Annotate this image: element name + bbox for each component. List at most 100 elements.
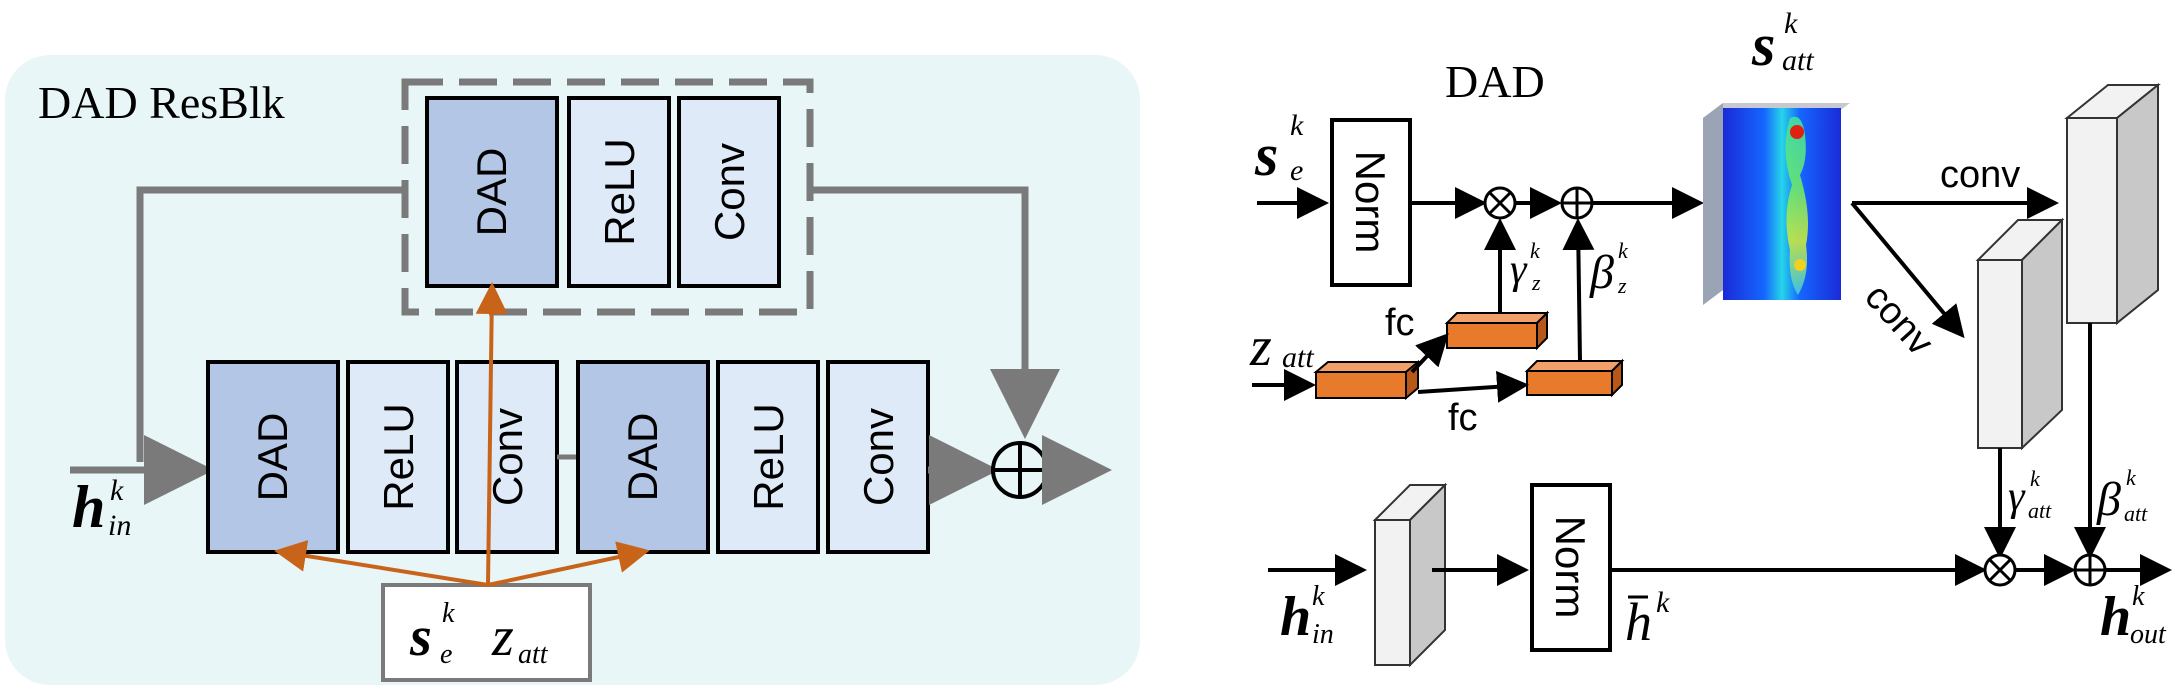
conv-diag-arrow	[1850, 201, 1965, 339]
right-panel-dad: DAD s k e Norm z att	[1249, 7, 2172, 668]
h-in-label-right: h k in	[1280, 581, 1334, 650]
skip-path-right-arrow	[810, 186, 1060, 439]
orange-arrow-dad-2	[487, 541, 650, 587]
h-out-sub: out	[2130, 619, 2167, 650]
s-att-label: s k att	[1751, 7, 1814, 78]
norm-label-bottom: Norm	[1547, 516, 1594, 619]
heatmap-figure	[1785, 116, 1808, 295]
main-relu-block-2	[716, 360, 820, 554]
slab-g-side	[2021, 217, 2063, 451]
s-att-base: s	[1751, 12, 1775, 78]
h-in-r-sub: in	[1312, 619, 1334, 650]
slab-bot-front	[1374, 519, 1411, 666]
fc-g-front	[1446, 322, 1538, 349]
input-label-h-in: h k in	[72, 474, 131, 542]
slab-b-side	[2116, 82, 2159, 326]
top-dad-label: DAD	[468, 148, 515, 237]
left-panel-title: DAD ResBlk	[38, 77, 285, 128]
top-branch: DAD ReLU Conv	[425, 96, 781, 288]
conv-diag-label: conv	[1856, 276, 1941, 364]
heatmap-hotspot	[1790, 125, 1804, 139]
main-conv-block-1	[455, 360, 559, 554]
norm-box-bottom	[1530, 483, 1612, 652]
beta-att-label: β k att	[2096, 465, 2148, 526]
feature-slab-beta	[2064, 82, 2161, 326]
fc-in-top	[1313, 361, 1421, 373]
beta-att-sup: k	[2126, 465, 2137, 490]
h-bar-base: h	[1625, 592, 1652, 652]
left-panel-dad-resblk: DAD ResBlk DAD ReLU Conv DAD ReLU Conv	[5, 55, 1140, 685]
fc-box-gamma	[1444, 310, 1550, 351]
norm-box-top	[1330, 118, 1412, 287]
fc-lower-label: fc	[1448, 397, 1478, 439]
fc-box-input	[1313, 359, 1421, 401]
main-dad-label-1: DAD	[249, 413, 296, 502]
gamma-z-label: γ k z	[1510, 238, 1541, 295]
mult-circle-top	[1483, 186, 1517, 220]
sum-circle-top	[1560, 186, 1594, 220]
h-in-base: h	[72, 474, 105, 540]
h-bar-sup: k	[1656, 586, 1670, 619]
beta-up-arrow	[1562, 218, 1595, 362]
h-in-sup: k	[110, 474, 124, 507]
heatmap-side	[1703, 103, 1723, 305]
top-relu-block	[567, 96, 671, 288]
main-relu-label-2: ReLU	[745, 403, 792, 510]
gamma-att-sub: att	[2028, 498, 2052, 523]
s-att-sup: k	[1784, 7, 1798, 40]
fc-to-beta-arrow	[1417, 370, 1529, 403]
top-dad-block	[425, 96, 559, 288]
fc-in-front	[1315, 371, 1407, 399]
main-dad-label-2: DAD	[619, 413, 666, 502]
mult-top-x2	[1488, 191, 1512, 215]
main-conv-block-2	[826, 360, 930, 554]
fc-b-top	[1524, 360, 1625, 372]
slab-g-front	[1977, 259, 2023, 449]
z-att-label: z att	[1249, 316, 1314, 378]
main-relu-label-1: ReLU	[375, 403, 422, 510]
gamma-z-sub: z	[1531, 270, 1541, 295]
conv-top-label: conv	[1940, 154, 2020, 196]
fc-upper-label: fc	[1385, 302, 1415, 344]
main-conv-label-2: Conv	[855, 408, 902, 506]
norm-label-top: Norm	[1347, 151, 1394, 254]
beta-att-base: β	[2096, 473, 2121, 526]
attention-heatmap	[1703, 103, 1850, 305]
h-in-r-sup: k	[1312, 581, 1325, 612]
cond-s-sub: e	[440, 639, 452, 670]
se-base: s	[1254, 122, 1278, 188]
gamma-z-base: γ	[1510, 247, 1528, 293]
gamma-z-sup: k	[1530, 238, 1541, 263]
z-sub: att	[1282, 341, 1314, 374]
gamma-att-base: γ	[2008, 474, 2026, 520]
mult-circle-bottom	[1983, 553, 2017, 587]
skip-path-left	[136, 186, 405, 462]
se-sup: k	[1290, 109, 1304, 142]
gamma-att-label: γ k att	[2008, 466, 2052, 523]
beta-z-base: β	[1589, 246, 1614, 299]
heatmap-warm	[1794, 259, 1806, 271]
gamma-att-sup: k	[2030, 466, 2041, 491]
fc-to-gamma-arrow	[1410, 333, 1449, 374]
s-att-sub: att	[1782, 44, 1814, 77]
se-label: s k e	[1254, 109, 1304, 188]
sum-circle-bottom	[2073, 553, 2107, 587]
fc-box-beta	[1524, 358, 1625, 398]
main-dad-block-1	[206, 360, 340, 554]
feature-slab-bottom	[1372, 482, 1448, 668]
fc-g-top	[1444, 312, 1550, 324]
feature-slab-gamma	[1975, 217, 2065, 451]
cond-s-base: s	[409, 606, 432, 668]
top-conv-block	[677, 96, 781, 288]
beta-z-sub: z	[1617, 273, 1627, 298]
h-bar-label: h k	[1625, 586, 1670, 652]
beta-z-label: β k z	[1589, 238, 1629, 299]
right-panel-title: DAD	[1445, 56, 1545, 107]
orange-arrow-top-dad	[475, 282, 508, 586]
top-relu-label: ReLU	[596, 138, 643, 245]
h-in-r-base: h	[1280, 586, 1311, 648]
condition-label: s k e z att	[409, 598, 549, 670]
condition-arrows	[274, 282, 650, 587]
top-conv-label: Conv	[706, 143, 753, 241]
